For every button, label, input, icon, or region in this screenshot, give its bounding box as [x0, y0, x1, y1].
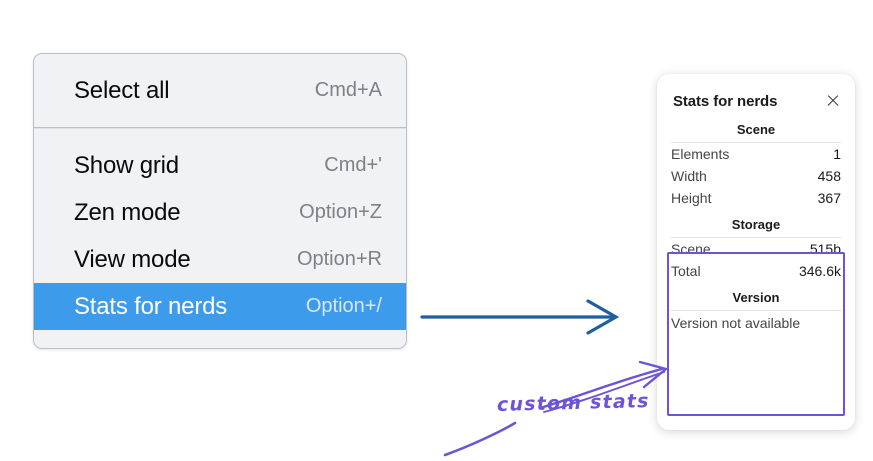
stat-value: 367	[817, 190, 841, 206]
stat-key: Total	[671, 263, 701, 279]
stats-section-storage-title: Storage	[731, 217, 781, 232]
table-row: Width 458	[657, 165, 855, 187]
menu-item-show-grid[interactable]: Show grid Cmd+'	[34, 142, 406, 189]
stat-key: Height	[671, 190, 712, 206]
stat-value: 346.6k	[798, 263, 841, 279]
stat-value: 515b	[809, 241, 841, 257]
stats-section-version-rule	[671, 310, 841, 311]
menu-item-stats-for-nerds-label: Stats for nerds	[74, 292, 228, 320]
close-icon[interactable]	[825, 93, 841, 109]
stats-section-version: Version Version not available	[657, 282, 855, 334]
stats-section-scene-rule	[671, 142, 841, 143]
stats-version-value: Version not available	[671, 315, 801, 331]
custom-stats-annotation-label: custom stats	[496, 390, 650, 416]
menu-item-zen-mode-shortcut: Option+Z	[299, 201, 382, 223]
stats-section-storage-rule	[671, 237, 841, 238]
menu-group-1: Select all Cmd+A	[34, 54, 406, 127]
stats-panel-header: Stats for nerds	[657, 88, 855, 114]
stats-panel-title: Stats for nerds	[673, 92, 778, 110]
stat-key: Scene	[671, 241, 711, 257]
menu-group-1-top-padding	[34, 54, 406, 67]
menu-group-2: Show grid Cmd+' Zen mode Option+Z View m…	[34, 129, 406, 343]
menu-group-2-bottom-padding	[34, 330, 406, 343]
custom-stats-pointer-arrows	[443, 360, 668, 457]
menu-item-select-all[interactable]: Select all Cmd+A	[34, 67, 406, 114]
menu-item-zen-mode[interactable]: Zen mode Option+Z	[34, 189, 406, 236]
menu-item-view-mode-shortcut: Option+R	[296, 248, 382, 270]
stats-section-scene: Scene Elements 1 Width 458 Height 367	[657, 114, 855, 209]
stats-section-scene-title: Scene	[736, 122, 776, 137]
stats-section-storage: Storage Scene 515b Total 346.6k	[657, 209, 855, 282]
table-row: Total 346.6k	[657, 260, 855, 282]
menu-to-panel-arrow	[420, 299, 620, 335]
menu-group-1-bottom-padding	[34, 114, 406, 127]
menu-item-stats-for-nerds[interactable]: Stats for nerds Option+/	[34, 283, 406, 330]
stat-key: Width	[671, 168, 707, 184]
stats-panel-body: Scene Elements 1 Width 458 Height 367 St…	[657, 114, 855, 334]
menu-item-select-all-label: Select all	[74, 76, 170, 104]
stat-value: 458	[817, 168, 841, 184]
stat-value: 1	[833, 146, 841, 162]
menu-item-view-mode-label: View mode	[74, 245, 191, 273]
stat-key: Elements	[671, 146, 730, 162]
menu-item-view-mode[interactable]: View mode Option+R	[34, 236, 406, 283]
menu-item-stats-for-nerds-shortcut: Option+/	[305, 295, 382, 317]
canvas-context-menu[interactable]: Select all Cmd+A Show grid Cmd+' Zen mod…	[33, 53, 407, 349]
table-row: Elements 1	[657, 143, 855, 165]
table-row: Scene 515b	[657, 238, 855, 260]
stats-section-version-title: Version	[732, 290, 780, 305]
menu-divider	[34, 127, 406, 129]
menu-group-2-top-padding	[34, 129, 406, 142]
menu-item-show-grid-label: Show grid	[74, 151, 179, 179]
table-row: Height 367	[657, 187, 855, 209]
menu-item-zen-mode-label: Zen mode	[74, 198, 181, 226]
stats-for-nerds-panel[interactable]: Stats for nerds Scene Elements 1 Width 4…	[657, 74, 855, 430]
menu-item-show-grid-shortcut: Cmd+'	[324, 154, 382, 176]
menu-item-select-all-shortcut: Cmd+A	[314, 79, 382, 101]
